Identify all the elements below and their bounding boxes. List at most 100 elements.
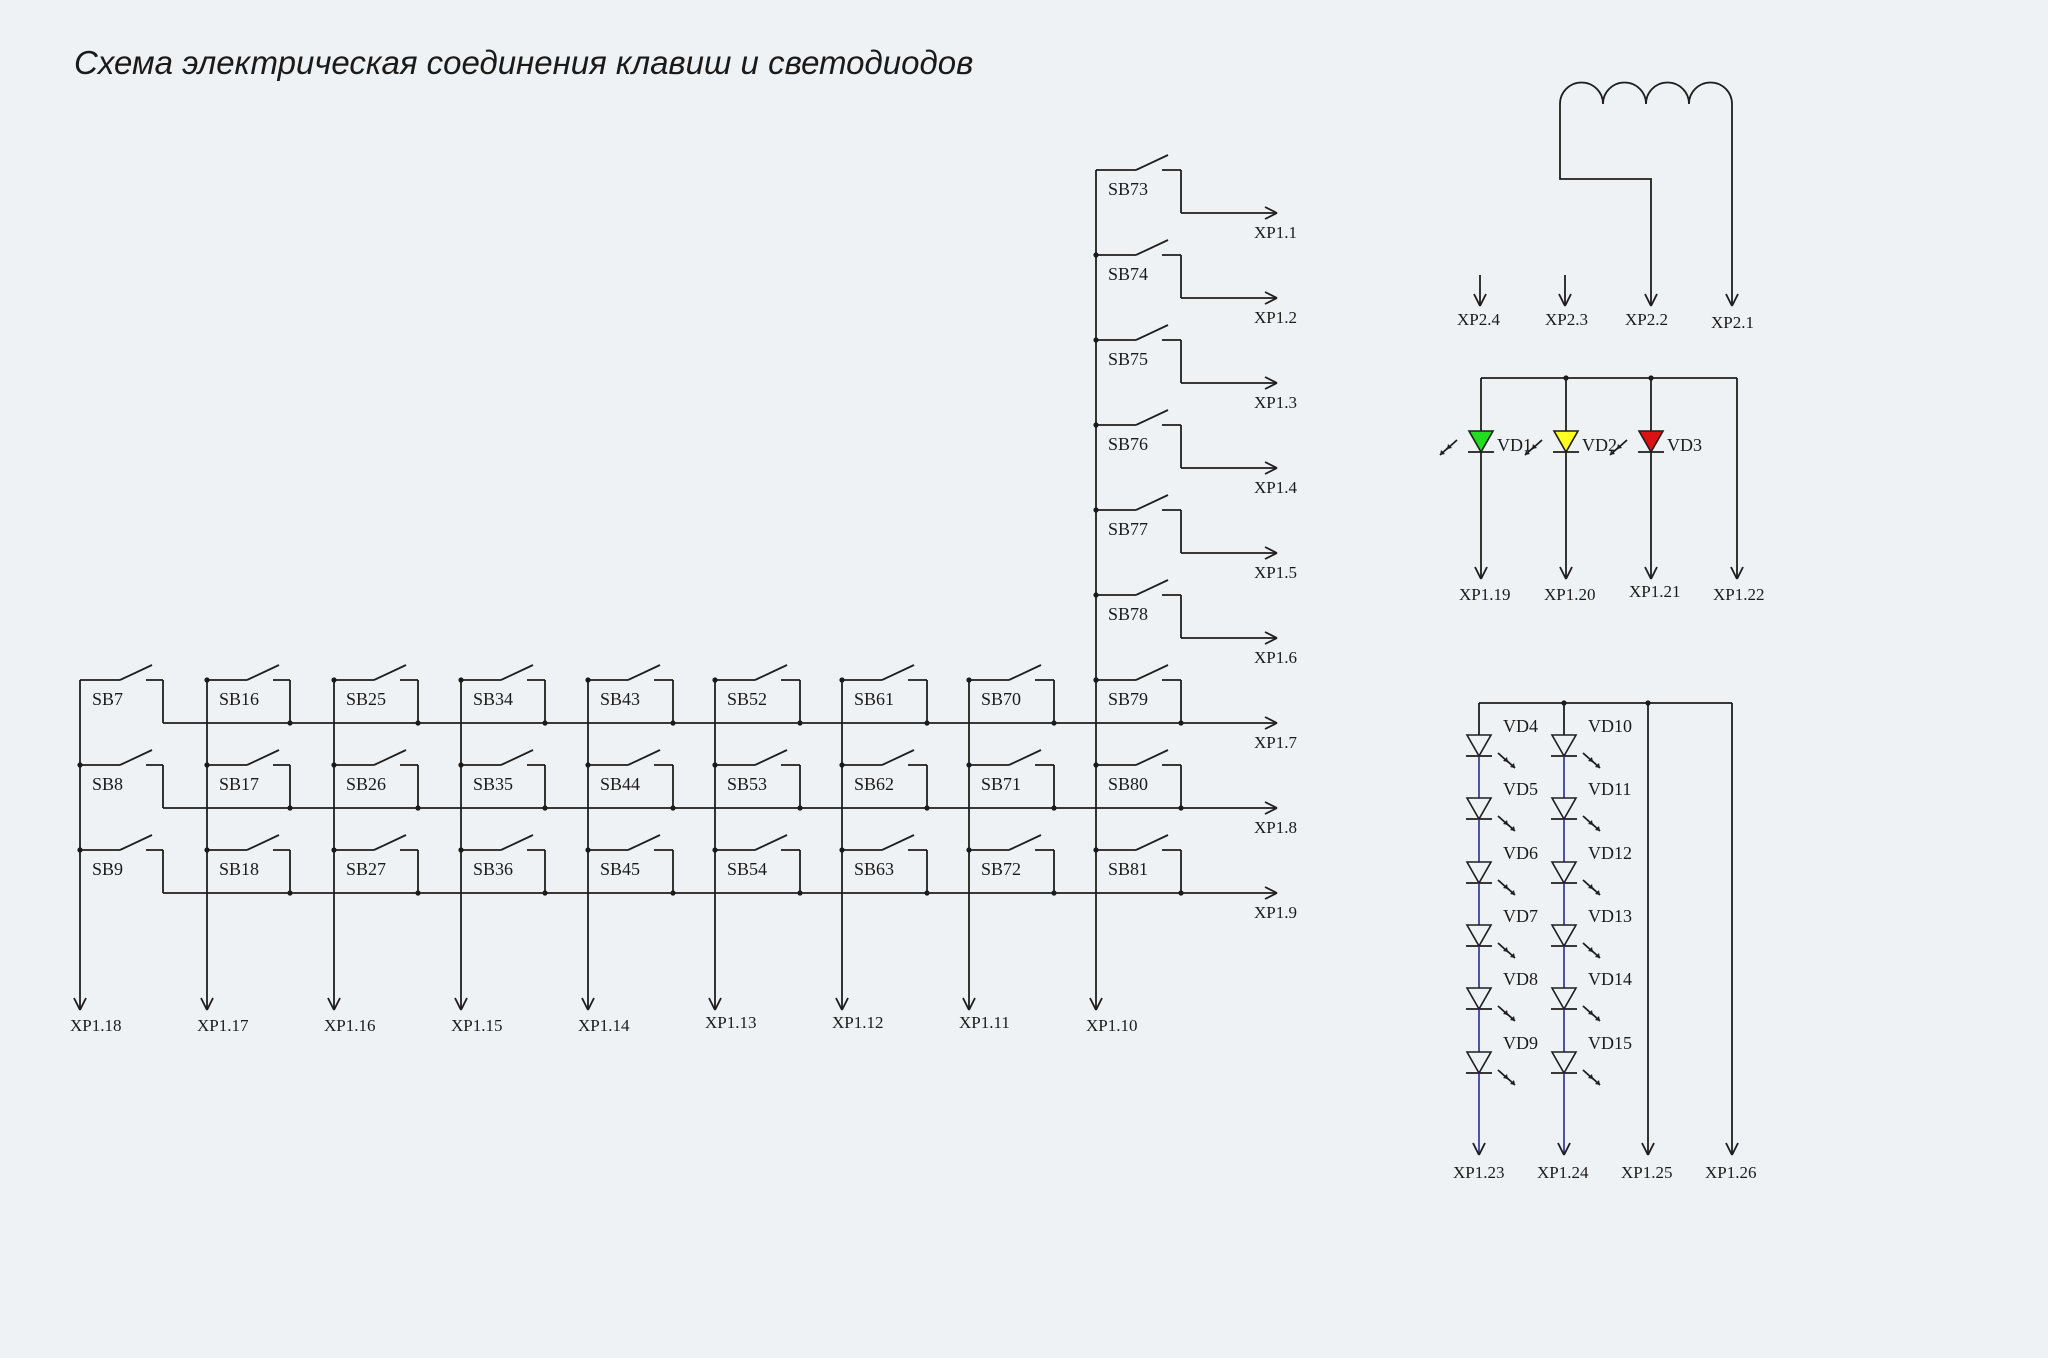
- switch-label: SB76: [1108, 434, 1148, 454]
- emission-arrows: [1582, 815, 1601, 832]
- switch-sb34: SB34: [461, 664, 546, 723]
- switch-sb72: SB72: [969, 834, 1055, 893]
- emission-arrows: [1439, 439, 1458, 456]
- output-xp1-16: XP1.16: [324, 1016, 375, 1035]
- output-xp1-19: XP1.19: [1459, 585, 1510, 604]
- output-xp1-3: XP1.3: [1254, 393, 1297, 412]
- led-vd5: [1465, 797, 1493, 821]
- junction-dot: [966, 762, 972, 768]
- junction-dot: [1093, 847, 1099, 853]
- switch-label: SB17: [219, 774, 259, 794]
- switch-label: SB62: [854, 774, 894, 794]
- led-label: VD11: [1588, 779, 1631, 799]
- switch-sb43: SB43: [588, 664, 674, 723]
- junction-dot: [1093, 762, 1099, 768]
- junction-dot: [458, 762, 464, 768]
- switch-label: SB8: [92, 774, 123, 794]
- led-label: VD9: [1503, 1033, 1538, 1053]
- junction-dot: [585, 677, 591, 683]
- output-xp1-18: XP1.18: [70, 1016, 121, 1035]
- switch-sb27: SB27: [334, 834, 419, 893]
- emission-arrows: [1497, 1069, 1516, 1086]
- schematic-title: Схема электрическая соединения клавиш и …: [74, 44, 973, 81]
- junction-dot: [1093, 422, 1099, 428]
- switch-label: SB71: [981, 774, 1021, 794]
- junction-dot: [77, 847, 83, 853]
- led-vd10: [1550, 734, 1578, 758]
- switch-label: SB79: [1108, 689, 1148, 709]
- led-body: [1465, 987, 1493, 1011]
- output-xp1-26: XP1.26: [1705, 1163, 1756, 1182]
- led-label: VD12: [1588, 843, 1632, 863]
- switch-sb78: SB78: [1096, 579, 1182, 638]
- junction-dot: [331, 762, 337, 768]
- led-label: VD1: [1497, 435, 1532, 455]
- led-vd4: [1465, 734, 1493, 758]
- switch-label: SB9: [92, 859, 123, 879]
- output-xp1-7: XP1.7: [1254, 733, 1297, 752]
- switch-label: SB77: [1108, 519, 1148, 539]
- junction-dot: [1093, 252, 1099, 258]
- led-vd12: [1550, 861, 1578, 885]
- junction-dot: [331, 847, 337, 853]
- switch-label: SB63: [854, 859, 894, 879]
- led-body: [1465, 734, 1493, 758]
- led-vd13: [1550, 924, 1578, 948]
- switch-label: SB26: [346, 774, 386, 794]
- switch-label: SB27: [346, 859, 386, 879]
- junction-dot: [77, 762, 83, 768]
- junction-dot: [204, 847, 210, 853]
- emission-arrows: [1497, 879, 1516, 896]
- output-xp1-25: XP1.25: [1621, 1163, 1672, 1182]
- switch-sb16: SB16: [207, 664, 291, 723]
- switch-sb36: SB36: [461, 834, 546, 893]
- switch-label: SB44: [600, 774, 640, 794]
- led-vd14: [1550, 987, 1578, 1011]
- junction-dot: [712, 677, 718, 683]
- output-xp1-13: XP1.13: [705, 1013, 756, 1032]
- output-xp1-8: XP1.8: [1254, 818, 1297, 837]
- led-body: [1465, 924, 1493, 948]
- switch-sb80: SB80: [1096, 749, 1182, 808]
- led-body: [1550, 861, 1578, 885]
- emission-arrows: [1582, 942, 1601, 959]
- switch-sb35: SB35: [461, 749, 546, 808]
- switch-sb75: SB75: [1096, 324, 1182, 383]
- switch-sb17: SB17: [207, 749, 291, 808]
- switch-label: SB78: [1108, 604, 1148, 624]
- junction-dot: [1093, 677, 1099, 683]
- switch-sb81: SB81: [1096, 834, 1182, 893]
- output-xp2-3: XP2.3: [1545, 310, 1588, 329]
- emission-arrows: [1582, 752, 1601, 769]
- switch-sb63: SB63: [842, 834, 928, 893]
- junction-dot: [1093, 337, 1099, 343]
- led-label: VD7: [1503, 906, 1538, 926]
- switch-sb44: SB44: [588, 749, 674, 808]
- led-body: [1550, 1051, 1578, 1075]
- led-label: VD4: [1503, 716, 1538, 736]
- emission-arrows: [1609, 439, 1628, 456]
- switch-sb25: SB25: [334, 664, 419, 723]
- led-body: [1465, 861, 1493, 885]
- switch-label: SB35: [473, 774, 513, 794]
- switch-sb52: SB52: [715, 664, 801, 723]
- led-label: VD13: [1588, 906, 1632, 926]
- output-xp2-2: XP2.2: [1625, 310, 1668, 329]
- switch-label: SB61: [854, 689, 894, 709]
- led-vd15: [1550, 1051, 1578, 1075]
- switch-sb79: SB79: [1096, 664, 1182, 723]
- emission-arrows: [1524, 439, 1543, 456]
- switch-sb26: SB26: [334, 749, 419, 808]
- emission-arrows: [1497, 815, 1516, 832]
- output-xp1-15: XP1.15: [451, 1016, 502, 1035]
- led-body: [1637, 430, 1665, 454]
- led-vd11: [1550, 797, 1578, 821]
- junction-dot: [204, 677, 210, 683]
- switch-sb8: SB8: [80, 749, 164, 808]
- switch-sb53: SB53: [715, 749, 801, 808]
- led-body: [1465, 1051, 1493, 1075]
- junction-dot: [585, 847, 591, 853]
- switch-label: SB53: [727, 774, 767, 794]
